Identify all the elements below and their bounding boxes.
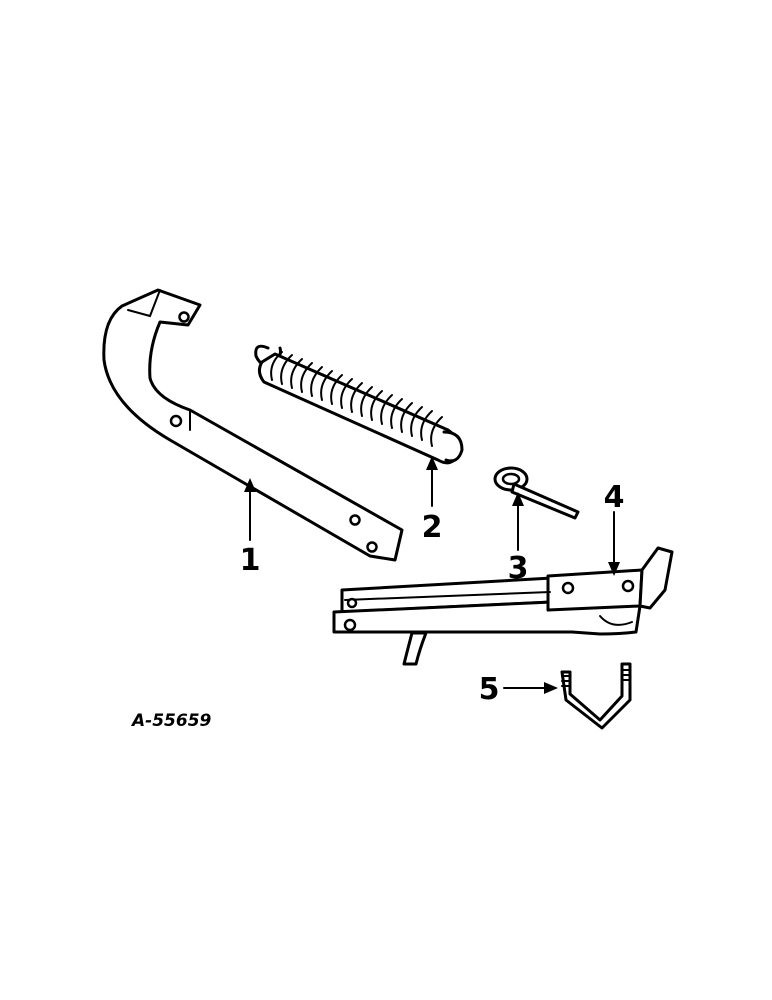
bracket-hole: [349, 514, 361, 526]
channel-hole: [343, 618, 357, 632]
part-2-spring: [254, 344, 464, 465]
bracket-hole: [178, 311, 190, 323]
arrowhead-5: [544, 682, 558, 694]
arrowhead-1: [244, 478, 256, 492]
callout-1: 1: [240, 543, 261, 578]
callout-4: 4: [604, 480, 625, 515]
channel-hole: [346, 597, 358, 609]
channel-hole: [621, 579, 635, 593]
part-5-u-bolt: [560, 662, 632, 730]
arrowhead-4: [608, 562, 620, 576]
callout-2: 2: [422, 510, 443, 545]
callout-5: 5: [479, 672, 500, 707]
part-3-pin: [493, 466, 580, 520]
bracket-hole: [169, 414, 183, 428]
part-1-bracket: [102, 288, 404, 562]
reference-code: A-55659: [130, 711, 212, 731]
channel-hole: [561, 581, 575, 595]
arrowhead-3: [512, 492, 524, 506]
callout-3: 3: [508, 551, 529, 586]
arrowhead-2: [426, 456, 438, 470]
callout-arrows: [244, 456, 620, 694]
bracket-hole: [366, 541, 378, 553]
part-4-channel: [332, 546, 674, 666]
